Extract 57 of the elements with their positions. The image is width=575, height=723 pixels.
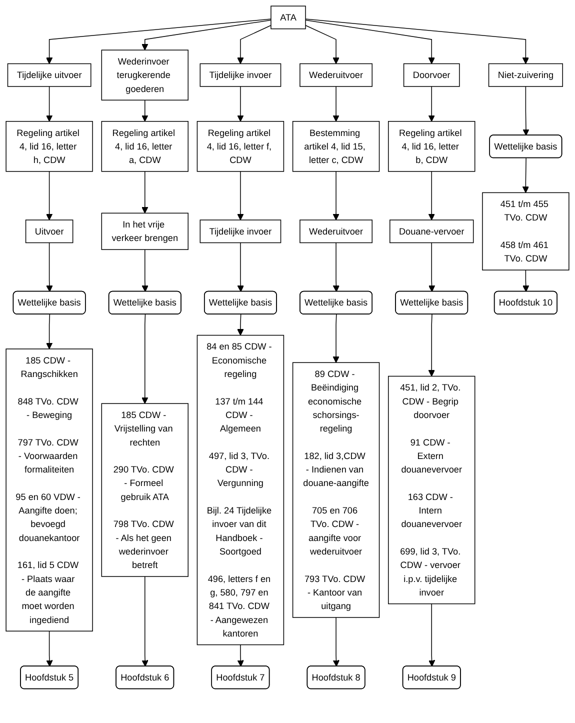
arrow — [428, 314, 435, 377]
arrow — [46, 86, 53, 122]
node-box: Regeling artikel 4, lid 16, letter b, CDW — [388, 120, 476, 172]
arrow — [237, 86, 244, 122]
arrow — [46, 171, 53, 220]
node-box: 89 CDW - Beëindiging economische schorsings-regeling 182, lid 3,CDW - Indienen van douane-aangifte 705 en 706 TVo. CDW - aangifte voor wederuitvoer 793 TVo. CDW - Kantoor van uitgang — [292, 362, 380, 618]
arrow — [142, 171, 148, 214]
arrow — [332, 171, 340, 220]
arrow — [332, 617, 340, 667]
node-box: Douane-vervoer — [390, 220, 474, 244]
node-box: Regeling artikel 4, lid 16, letter a, CDW — [101, 120, 188, 172]
arrow — [428, 603, 436, 667]
arrow — [237, 314, 244, 336]
arrow — [332, 314, 340, 363]
node-box: Wederuitvoer — [300, 63, 372, 87]
arrow — [305, 25, 340, 64]
arrow — [522, 86, 530, 136]
arrow — [428, 242, 436, 292]
arrow — [46, 242, 53, 292]
arrow — [305, 18, 530, 64]
arrow — [237, 25, 272, 64]
arrow — [142, 576, 148, 667]
node-box: Tijdelijke uitvoer — [7, 63, 92, 87]
node-box: 84 en 85 CDW - Economische regeling 137 t/m 144 CDW - Algemeen 497, lid 3, TVo. CDW - Vergunning Bijl. 24 Tijdelijke invoer van dit Handboek - Soortgoed 496, letters f en g, 580, 797 en 841 TVo. CDW - Aangewezen kantoren — [196, 334, 284, 646]
arrow — [305, 20, 435, 64]
arrow — [142, 100, 148, 122]
node-box: ATA — [270, 6, 306, 30]
arrow — [522, 158, 530, 193]
node-box: Tijdelijke invoer — [200, 220, 282, 244]
arrow — [237, 644, 244, 667]
node-box: 185 CDW - Rangschikken 848 TVo. CDW - Beweging 797 TVo. CDW - Voorwaarden formaliteiten 95 en 60 VDW - Aangifte doen; bevoegd douanekantoor 161, lid 5 CDW - Plaats waar de aangifte moet worden ingediend — [6, 348, 93, 632]
arrow — [142, 314, 148, 404]
node-box: 451 t/m 455 TVo. CDW 458 t/m 461 TVo. CDW — [482, 192, 570, 270]
arrow — [237, 242, 244, 292]
node-box: Regeling artikel 4, lid 16, letter h, CDW — [6, 120, 93, 172]
arrow — [142, 20, 272, 50]
node-box: Bestemming artikel 4, lid 15, letter c, CDW — [292, 120, 380, 172]
arrow — [332, 86, 340, 122]
node-box: In het vrije verkeer brengen — [101, 212, 188, 250]
arrow — [522, 270, 530, 292]
node-box: Wederinvoer terugkerende goederen — [101, 50, 188, 100]
node-box: Uitvoer — [25, 220, 74, 244]
arrow — [332, 242, 340, 292]
node-box: Niet-zuivering — [488, 63, 563, 87]
node-box: Doorvoer — [403, 63, 460, 87]
node-box: Tijdelijke invoer — [200, 63, 282, 87]
arrow — [142, 249, 148, 292]
arrow — [428, 171, 435, 220]
arrow — [46, 630, 53, 667]
arrow — [237, 171, 244, 220]
node-box: Regeling artikel 4, lid 16, letter f, CDW — [196, 120, 284, 172]
arrow — [46, 314, 53, 350]
node-box: 451, lid 2, TVo. CDW - Begrip doorvoer 91 CDW - Extern douanevervoer 163 CDW - Intern douanevervoer 699, lid 3, TVo. CDW - vervoer i.p.v. tijdelijke invoer — [388, 376, 476, 604]
arrow — [428, 86, 435, 122]
node-box: Wederuitvoer — [300, 220, 372, 244]
arrow — [46, 18, 272, 64]
node-box: 185 CDW - Vrijstelling van rechten 290 TVo. CDW - Formeel gebruik ATA 798 TVo. CDW - Als het geen wederinvoer betreft — [101, 403, 188, 577]
